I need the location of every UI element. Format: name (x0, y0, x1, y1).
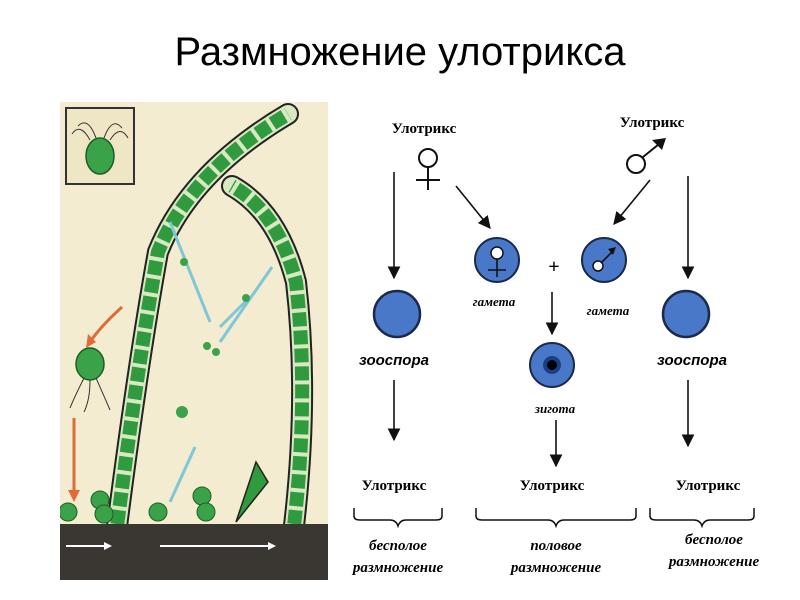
inset-zoospore (85, 137, 115, 175)
gamete-left-label: гамета (473, 294, 516, 309)
arrow-to-female-gamete (455, 185, 491, 229)
left-filament-cells (108, 107, 292, 543)
plus-sign: + (548, 256, 559, 278)
gamete (242, 294, 250, 302)
gamete (212, 348, 220, 356)
zoospore-left-label: зооспора (359, 352, 429, 369)
zygote (529, 342, 575, 388)
male-parent-label: Улотрикс (620, 115, 685, 131)
zygote (148, 502, 168, 522)
zygote (192, 486, 212, 506)
male-symbol-icon (626, 138, 666, 174)
female-symbol-icon (416, 148, 440, 190)
gamete (180, 258, 188, 266)
free-zoospore (75, 347, 105, 381)
zygote-label: зигота (534, 401, 576, 416)
asexual-left-line1: бесполое (369, 538, 427, 554)
reproduction-scheme: Улотрикс Улотрикс + гамета гамета зооспо… (351, 115, 760, 576)
zygote (60, 502, 78, 522)
sexual-line2: размножение (509, 560, 602, 576)
brace-center (475, 508, 637, 529)
sexual-line1: половое (530, 538, 582, 554)
gamete-right-label: гамета (587, 303, 630, 318)
left-zoospore (372, 289, 422, 339)
brace-left (353, 508, 443, 529)
right-zoospore (661, 289, 711, 339)
result-left-label: Улотрикс (362, 478, 427, 494)
result-center-label: Улотрикс (520, 478, 585, 494)
fusing-gametes (176, 406, 188, 418)
female-parent-label: Улотрикс (392, 121, 457, 137)
page-title: Размножение улотрикса (174, 30, 626, 74)
asexual-right-line2: размножение (667, 554, 760, 570)
zoospore-right-label: зооспора (657, 352, 727, 369)
germling (235, 460, 269, 523)
cyan-arrow-1 (168, 221, 212, 323)
zygote (196, 502, 216, 522)
cyan-arrow-4 (168, 446, 197, 503)
asexual-left-line2: размножение (351, 560, 444, 576)
male-gamete (581, 237, 627, 283)
cyan-arrow-3 (218, 295, 252, 329)
substrate (60, 524, 328, 580)
brace-right (649, 508, 755, 529)
cyan-arrow-2 (218, 266, 274, 343)
arrow-to-male-gamete (613, 179, 651, 225)
ulothrix-illustration (60, 102, 328, 580)
right-filament-cells (228, 179, 310, 543)
female-gamete (474, 237, 520, 283)
zygote (94, 504, 114, 524)
asexual-right-line1: бесполое (685, 532, 743, 548)
gamete (203, 342, 211, 350)
result-right-label: Улотрикс (676, 478, 741, 494)
